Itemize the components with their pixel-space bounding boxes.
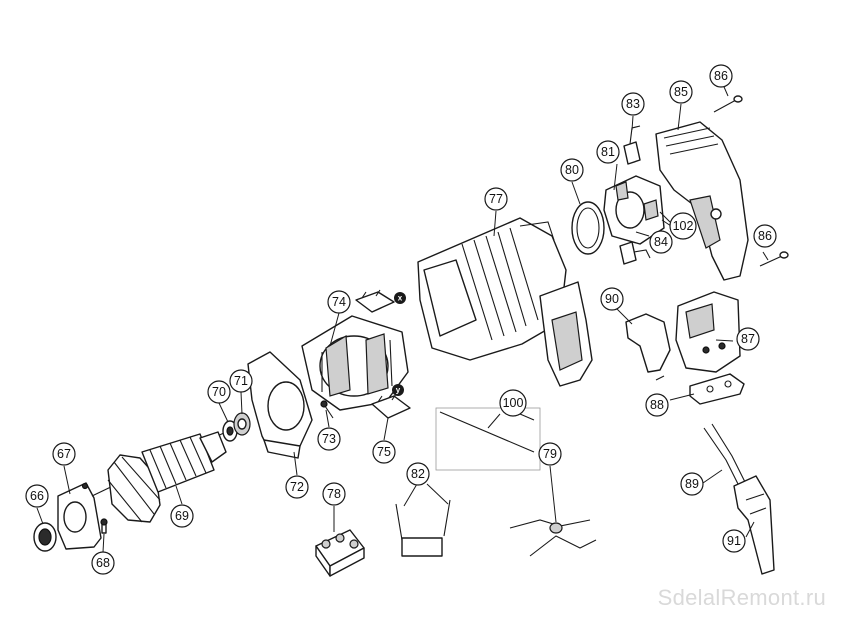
callout-100-label: 100 (503, 396, 524, 410)
callout-89: 89 (680, 472, 704, 496)
callout-81: 81 (596, 140, 620, 164)
callout-86-upper-label: 86 (714, 69, 728, 83)
callout-71-label: 71 (234, 374, 248, 388)
part-80-ring (571, 201, 605, 255)
callout-84-label: 84 (654, 235, 668, 249)
callout-73: 73 (317, 427, 341, 451)
part-74-stator (301, 315, 409, 411)
callout-75: 75 (372, 440, 396, 464)
part-85-handle (655, 121, 749, 281)
callout-86-lower: 86 (753, 224, 777, 248)
callout-69: 69 (170, 504, 194, 528)
part-89-cord (703, 423, 747, 489)
marker-y-circle (392, 384, 404, 396)
callout-80: 80 (560, 158, 584, 182)
part-91-sleeve (733, 475, 775, 575)
callout-90-label: 90 (605, 292, 619, 306)
callout-66-label: 66 (30, 489, 44, 503)
part-100-rod (435, 407, 541, 471)
marker-y: y (396, 386, 401, 395)
callout-79-label: 79 (543, 447, 557, 461)
callout-84: 84 (649, 230, 673, 254)
callout-77-label: 77 (489, 192, 503, 206)
callout-83: 83 (621, 92, 645, 116)
callout-86-upper: 86 (709, 64, 733, 88)
leader-lines (36, 79, 769, 553)
part-90-trigger (625, 313, 671, 373)
callout-79: 79 (538, 442, 562, 466)
callout-71: 71 (229, 369, 253, 393)
callout-70: 70 (207, 380, 231, 404)
part-79-wire (509, 519, 597, 557)
callout-82-label: 82 (411, 467, 425, 481)
callout-67-label: 67 (57, 447, 71, 461)
part-67-plate (57, 482, 102, 550)
callout-74: 74 (327, 290, 351, 314)
callout-67: 67 (52, 442, 76, 466)
callout-86-lower-label: 86 (758, 229, 772, 243)
part-84-brush (619, 241, 651, 265)
callout-87-label: 87 (741, 332, 755, 346)
part-73-screw (320, 400, 334, 419)
callout-102: 102 (669, 212, 697, 240)
callout-87: 87 (736, 327, 760, 351)
callout-80-label: 80 (565, 163, 579, 177)
callout-66: 66 (25, 484, 49, 508)
callout-68-label: 68 (96, 556, 110, 570)
part-78-terminal (315, 529, 365, 577)
callout-70-label: 70 (212, 385, 226, 399)
watermark-text: SdelalRemont.ru (657, 585, 826, 610)
callout-102-label: 102 (673, 219, 694, 233)
callout-75-label: 75 (377, 445, 391, 459)
part-clip-x: x (355, 289, 406, 313)
callout-78-label: 78 (327, 487, 341, 501)
part-72-baffle (247, 351, 313, 459)
callout-82: 82 (406, 462, 430, 486)
callout-81-label: 81 (601, 145, 615, 159)
part-clip-y: y (371, 384, 411, 419)
callout-88-label: 88 (650, 398, 664, 412)
part-68-screw (100, 518, 108, 534)
callout-85-label: 85 (674, 85, 688, 99)
part-102-holder-detail (659, 211, 671, 223)
part-66-bearing (33, 522, 57, 552)
callout-74-label: 74 (332, 295, 346, 309)
part-88-plate (655, 373, 745, 405)
callout-68: 68 (91, 551, 115, 575)
callout-72-label: 72 (290, 480, 304, 494)
part-86-screw-upper (713, 95, 743, 113)
callout-78: 78 (322, 482, 346, 506)
callout-90: 90 (600, 287, 624, 311)
marker-x-circle (394, 292, 406, 304)
marker-x: x (398, 294, 403, 303)
part-81-brush-holder (603, 175, 665, 245)
callout-91: 91 (722, 529, 746, 553)
callout-69-label: 69 (175, 509, 189, 523)
part-83-brush (623, 125, 641, 165)
callout-73-label: 73 (322, 432, 336, 446)
callout-100: 100 (499, 389, 527, 417)
part-86-screw-lower (759, 251, 789, 267)
part-87-switch (675, 291, 741, 373)
callout-88: 88 (645, 393, 669, 417)
callout-85: 85 (669, 80, 693, 104)
part-70-71-bearings (222, 412, 251, 442)
callout-72: 72 (285, 475, 309, 499)
part-82-capacitor (395, 499, 451, 557)
callout-83-label: 83 (626, 97, 640, 111)
part-77-housing (417, 217, 593, 387)
part-69-armature (91, 429, 231, 523)
callout-89-label: 89 (685, 477, 699, 491)
callout-77: 77 (484, 187, 508, 211)
callout-91-label: 91 (727, 534, 741, 548)
